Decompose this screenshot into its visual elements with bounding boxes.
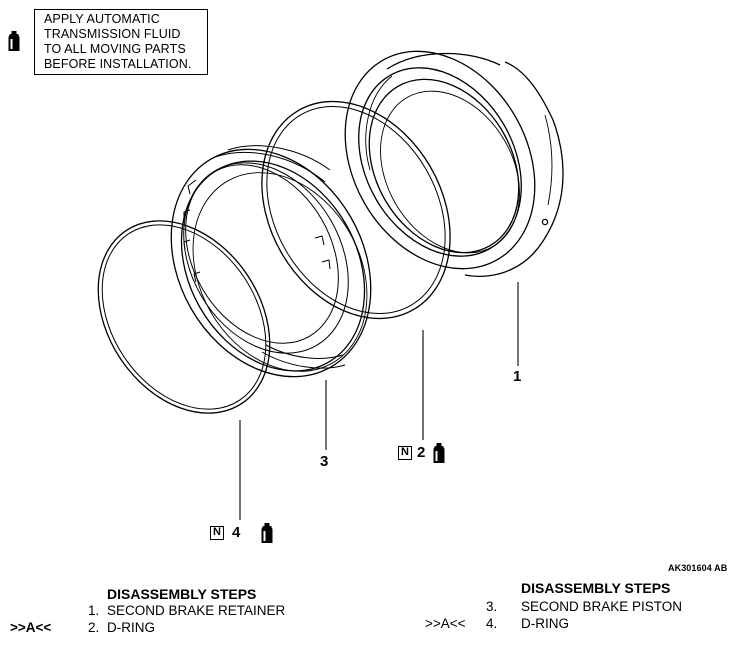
step-number: 4. — [486, 616, 498, 631]
part-2-d-ring — [261, 100, 451, 320]
step-text: D-RING — [107, 620, 155, 635]
fluid-can-icon — [433, 443, 445, 463]
callout-3: 3 — [320, 453, 329, 470]
step-number: 3. — [486, 599, 498, 614]
step-service-point-mark: >>A<< — [10, 620, 52, 635]
part-1-second-brake-retainer — [344, 50, 564, 277]
step-text: SECOND BRAKE RETAINER — [107, 603, 286, 618]
step-number: 1. — [88, 603, 100, 618]
part-3-second-brake-piston — [170, 145, 372, 378]
new-part-badge: N — [210, 526, 224, 540]
callout-1: 1 — [513, 368, 522, 385]
note-line: BEFORE INSTALLATION. — [44, 57, 192, 71]
note-line: TO ALL MOVING PARTS — [44, 42, 186, 56]
fluid-can-icon — [8, 31, 20, 51]
step-text: SECOND BRAKE PISTON — [521, 599, 683, 614]
fluid-can-icon — [261, 523, 273, 543]
step-number: 2. — [88, 620, 100, 635]
figure-reference-code: AK301604 AB — [668, 563, 728, 573]
disassembly-steps-title: DISASSEMBLY STEPS — [521, 580, 671, 596]
callout-2: 2 — [417, 444, 426, 461]
note-line: TRANSMISSION FLUID — [44, 27, 181, 41]
new-part-badge: N — [398, 446, 412, 460]
step-text: D-RING — [521, 616, 569, 631]
part-4-d-ring — [97, 220, 271, 414]
step-service-point-mark: >>A<< — [425, 616, 466, 631]
callout-4: 4 — [232, 524, 241, 541]
note-line: APPLY AUTOMATIC — [44, 12, 160, 26]
disassembly-steps-title: DISASSEMBLY STEPS — [107, 586, 257, 602]
note-box — [34, 9, 208, 75]
